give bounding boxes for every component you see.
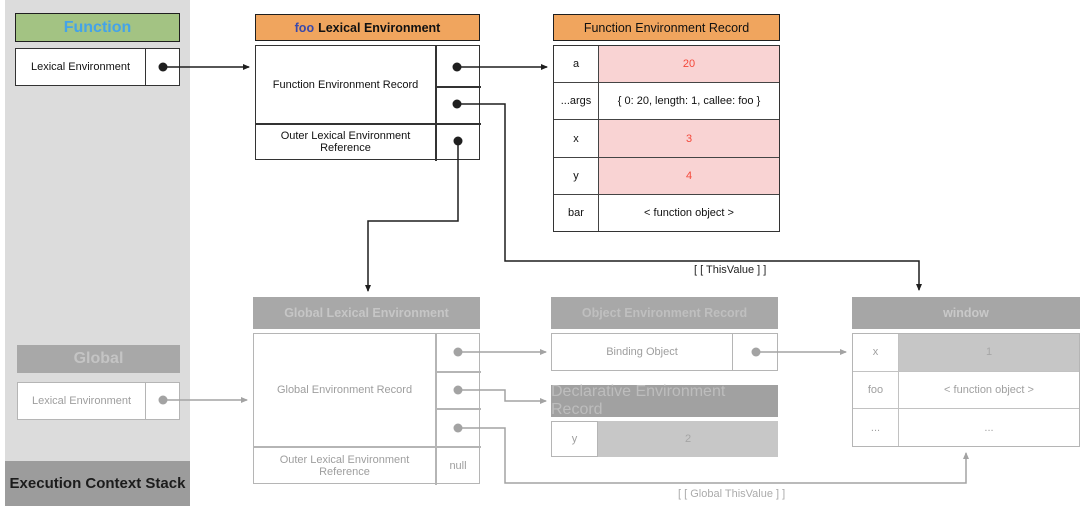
function-lexical-environment-label: Lexical Environment bbox=[16, 49, 146, 85]
divider bbox=[435, 86, 481, 88]
divider bbox=[254, 446, 481, 448]
declarative-environment-record-header: Declarative Environment Record bbox=[551, 383, 778, 418]
var-name: ...args bbox=[554, 83, 599, 120]
binding-object-pointer-cell bbox=[733, 334, 777, 370]
var-value: < function object > bbox=[944, 384, 1034, 396]
arrow-outer-ref-to-global-env bbox=[365, 141, 459, 292]
global-context-title: Global bbox=[73, 350, 124, 367]
foo-record-label: Function Environment Record bbox=[272, 78, 419, 91]
global-lexical-environment-box: Lexical Environment bbox=[17, 382, 180, 420]
function-context-header: Function bbox=[15, 13, 180, 42]
this-value-annotation: [ [ ThisValue ] ] bbox=[694, 264, 767, 276]
var-name: x bbox=[853, 334, 899, 371]
window-object-header: window bbox=[852, 297, 1080, 329]
function-pointer-cell bbox=[146, 49, 179, 85]
function-environment-record-table: a 20 ...args { 0: 20, length: 1, callee:… bbox=[553, 45, 780, 232]
function-environment-record-title: Function Environment Record bbox=[583, 20, 750, 35]
var-value: 1 bbox=[899, 334, 1079, 371]
var-value: { 0: 20, length: 1, callee: foo } bbox=[617, 95, 761, 108]
window-object-table: x 1 foo < function object > ... ... bbox=[852, 333, 1080, 447]
execution-context-stack-label-bar: Execution Context Stack bbox=[5, 461, 190, 506]
object-environment-record-title: Object Environment Record bbox=[581, 306, 748, 320]
declarative-record-row: y 2 bbox=[551, 421, 778, 457]
function-context-title: Function bbox=[63, 18, 132, 36]
global-pointer-cell bbox=[146, 383, 179, 419]
binding-object-label: Binding Object bbox=[552, 334, 733, 370]
global-context-header: Global bbox=[17, 345, 180, 373]
table-row: x 3 bbox=[554, 119, 779, 157]
table-row: x 1 bbox=[853, 334, 1079, 371]
table-row: ...args { 0: 20, length: 1, callee: foo … bbox=[554, 82, 779, 120]
table-row: a 20 bbox=[554, 46, 779, 83]
var-value: 2 bbox=[598, 421, 778, 457]
binding-object-box: Binding Object bbox=[551, 333, 778, 371]
global-lexical-environment-label: Lexical Environment bbox=[18, 383, 146, 419]
divider bbox=[435, 371, 481, 373]
var-name: y bbox=[554, 157, 599, 194]
function-lexical-environment-box: Lexical Environment bbox=[15, 48, 180, 86]
var-name: a bbox=[554, 46, 599, 83]
var-name: bar bbox=[554, 194, 599, 232]
global-outer-ref-value: null bbox=[449, 459, 467, 472]
execution-context-stack-label: Execution Context Stack bbox=[9, 475, 186, 492]
foo-name: foo bbox=[294, 20, 315, 35]
function-environment-record-header: Function Environment Record bbox=[553, 14, 780, 41]
global-record-label: Global Environment Record bbox=[276, 384, 413, 396]
foo-outer-ref-label: Outer Lexical Environment Reference bbox=[280, 130, 411, 154]
declarative-environment-record-title: Declarative Environment Record bbox=[551, 383, 726, 418]
var-name: x bbox=[554, 120, 599, 157]
global-this-value-annotation: [ [ Global ThisValue ] ] bbox=[678, 488, 786, 500]
global-outer-ref-label: Outer Lexical Environment Reference bbox=[279, 453, 410, 478]
table-row: foo < function object > bbox=[853, 370, 1079, 409]
table-row: ... ... bbox=[853, 408, 1079, 447]
foo-lexical-environment-body: Function Environment Record Outer Lexica… bbox=[255, 45, 481, 161]
var-name: foo bbox=[853, 371, 899, 409]
global-lexical-environment-title: Global Lexical Environment bbox=[284, 306, 449, 320]
global-lexical-environment-header: Global Lexical Environment bbox=[253, 297, 480, 329]
var-name: y bbox=[551, 421, 598, 457]
divider bbox=[256, 123, 481, 125]
var-value: 20 bbox=[599, 46, 779, 83]
global-lexical-environment-body: Global Environment Record Outer Lexical … bbox=[253, 333, 481, 485]
foo-header-rest: Lexical Environment bbox=[318, 20, 441, 35]
object-environment-record-header: Object Environment Record bbox=[551, 297, 778, 329]
table-row: y 4 bbox=[554, 156, 779, 194]
var-value: 4 bbox=[599, 157, 779, 194]
foo-lexical-environment-header: foo Lexical Environment bbox=[255, 14, 480, 41]
table-row: bar < function object > bbox=[554, 193, 779, 232]
var-value: 3 bbox=[599, 120, 779, 157]
var-value: < function object > bbox=[644, 206, 734, 219]
var-name: ... bbox=[853, 409, 899, 447]
divider bbox=[435, 46, 437, 161]
divider bbox=[435, 334, 437, 485]
window-object-title: window bbox=[943, 306, 989, 320]
divider bbox=[435, 408, 481, 410]
var-value: ... bbox=[984, 421, 994, 434]
